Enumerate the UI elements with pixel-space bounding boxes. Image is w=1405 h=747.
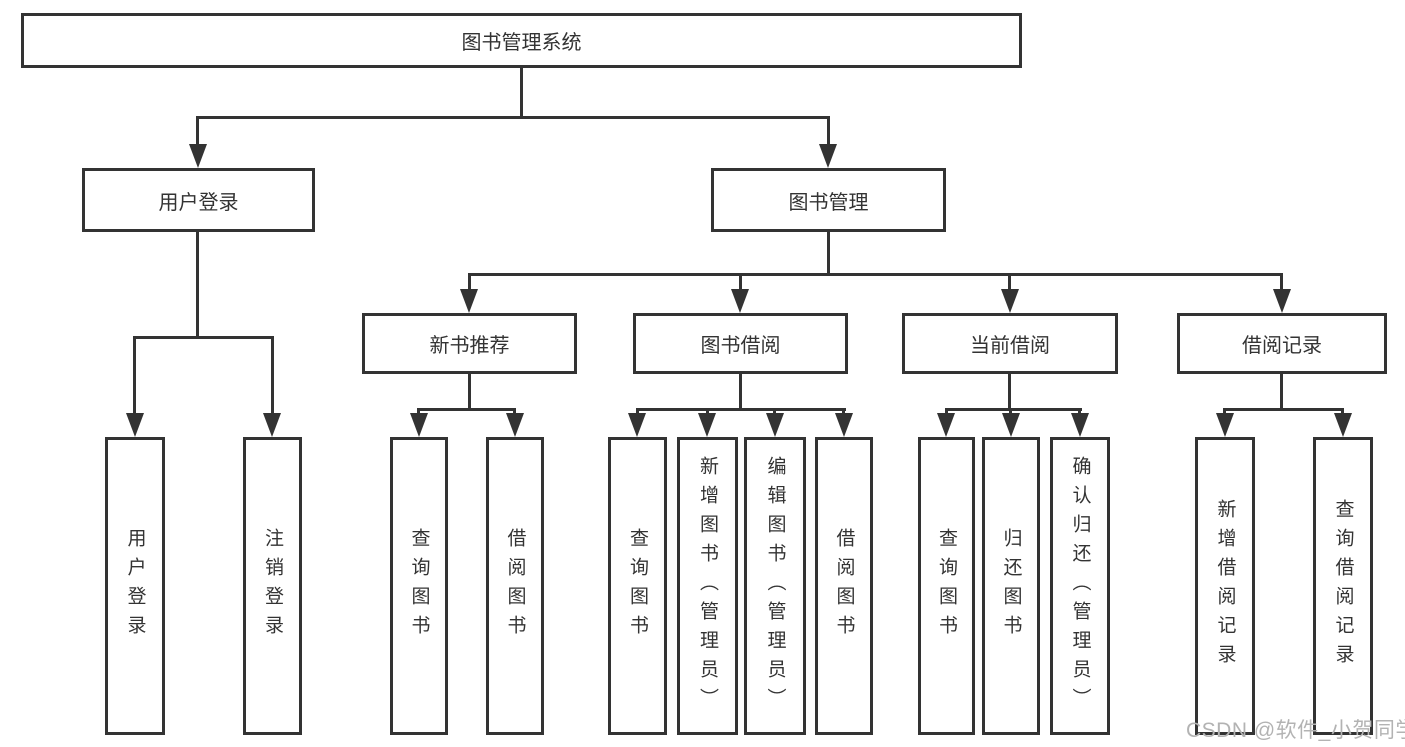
connector-drop [636,408,639,413]
node-new-book-recommendation: 新书推荐 [362,313,577,374]
connector-rail [417,408,516,411]
connector-rail [945,408,1082,411]
node-add-borrow-record: 新增借阅记录 [1195,437,1255,735]
arrow-down-icon [731,289,749,313]
node-return-books: 归还图书 [982,437,1040,735]
arrow-down-icon [1071,413,1089,437]
node-user-login-branch: 用户登录 [82,168,315,232]
connector-drop [133,336,136,413]
connector-drop [271,336,274,413]
arrow-down-icon [1002,413,1020,437]
connector-stub [1008,374,1011,408]
connector-drop [706,408,709,413]
connector-level2-rail [468,273,1283,276]
connector-drop [1280,273,1283,289]
node-book-management-system: 图书管理系统 [21,13,1022,68]
node-add-books-admin: 新增图书（管理员） [677,437,738,735]
arrow-down-icon [506,413,524,437]
arrow-down-icon [1001,289,1019,313]
connector-drop [1078,408,1081,413]
connector-drop [417,408,420,413]
connector-drop [196,116,199,144]
node-borrow-books: 借阅图书 [815,437,873,735]
connector-rail [636,408,846,411]
node-query-books-current: 查询图书 [918,437,975,735]
connector-drop [773,408,776,413]
node-query-books-borrowing: 查询图书 [608,437,667,735]
connector-drop [842,408,845,413]
connector-stub [468,374,471,408]
connector-stub [739,374,742,408]
connector-stub [1280,374,1283,408]
arrow-down-icon [189,144,207,168]
node-user-login: 用户登录 [105,437,165,735]
connector-drop [513,408,516,413]
arrow-down-icon [766,413,784,437]
arrow-down-icon [1216,413,1234,437]
connector-drop [1341,408,1344,413]
connector-drop [739,273,742,289]
arrow-down-icon [937,413,955,437]
node-logout: 注销登录 [243,437,302,735]
node-edit-books-admin: 编辑图书（管理员） [744,437,806,735]
connector-drop [945,408,948,413]
connector-drop [1223,408,1226,413]
arrow-down-icon [698,413,716,437]
node-confirm-return-admin: 确认归还（管理员） [1050,437,1110,735]
connector-stub [827,232,830,273]
arrow-down-icon [819,144,837,168]
connector-rail [1223,408,1344,411]
arrow-down-icon [835,413,853,437]
node-book-management-branch: 图书管理 [711,168,946,232]
node-query-books-recommend: 查询图书 [390,437,448,735]
arrow-down-icon [1334,413,1352,437]
arrow-down-icon [126,413,144,437]
connector-stub [196,232,199,336]
connector-drop [468,273,471,289]
arrow-down-icon [628,413,646,437]
connector-drop [827,116,830,144]
watermark-text: CSDN @软件_小贺同学 [1186,719,1405,742]
node-current-borrowing: 当前借阅 [902,313,1118,374]
node-book-borrowing: 图书借阅 [633,313,848,374]
connector-root-stub [520,68,523,116]
connector-rail [133,336,274,339]
connector-drop [1008,273,1011,289]
connector-level1-rail [196,116,830,119]
node-query-borrow-record: 查询借阅记录 [1313,437,1373,735]
connector-drop [1009,408,1012,413]
arrow-down-icon [410,413,428,437]
node-borrowing-records: 借阅记录 [1177,313,1387,374]
arrow-down-icon [1273,289,1291,313]
node-borrow-books-recommend: 借阅图书 [486,437,544,735]
arrow-down-icon [263,413,281,437]
arrow-down-icon [460,289,478,313]
